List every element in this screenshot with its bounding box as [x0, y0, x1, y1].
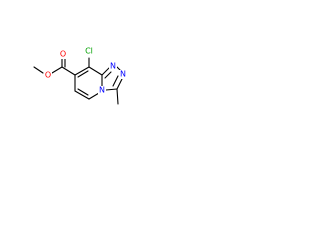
carbonyl-oxygen-label: O — [60, 50, 66, 59]
bond-c8a-n1 — [101, 67, 110, 76]
bond-c3-n4 — [105, 88, 118, 91]
bond-n2-c3 — [116, 78, 123, 90]
triazole-n1-label: N — [110, 62, 116, 71]
bond-n2-c3-inner — [112, 75, 119, 87]
bond-c8-c7-inner — [77, 70, 89, 78]
bridgehead-n-atom: N — [98, 86, 106, 95]
bond-c6-c5-inner — [77, 88, 89, 96]
triazole-n2-atom: N — [119, 70, 127, 79]
bond-c8-c8a — [88, 66, 103, 76]
bond-c6-c5 — [74, 90, 90, 100]
chlorine-label: Cl — [85, 47, 93, 56]
bond-c6-carbonyl — [61, 66, 76, 76]
molecule-structure: Cl O O N N N — [33, 46, 127, 105]
ether-oxygen-atom: O — [44, 70, 52, 80]
bridgehead-n-label: N — [99, 86, 105, 95]
bond-o-methyl — [33, 66, 44, 74]
bond-c8-c7 — [74, 66, 90, 76]
bond-layer — [33, 57, 123, 105]
chlorine-atom: Cl — [82, 46, 96, 56]
bond-c3-methyl — [116, 88, 119, 105]
triazole-n1-atom: N — [109, 62, 117, 71]
carbonyl-oxygen-atom: O — [59, 49, 67, 59]
atom-label-layer: Cl O O N N N — [44, 46, 127, 95]
triazole-n2-label: N — [120, 70, 126, 79]
bond-c5-n4 — [88, 92, 100, 100]
ether-oxygen-label: O — [45, 71, 51, 80]
bond-c8a-n1-inner — [104, 71, 112, 79]
bond-carbonyl-o-single — [51, 66, 63, 74]
